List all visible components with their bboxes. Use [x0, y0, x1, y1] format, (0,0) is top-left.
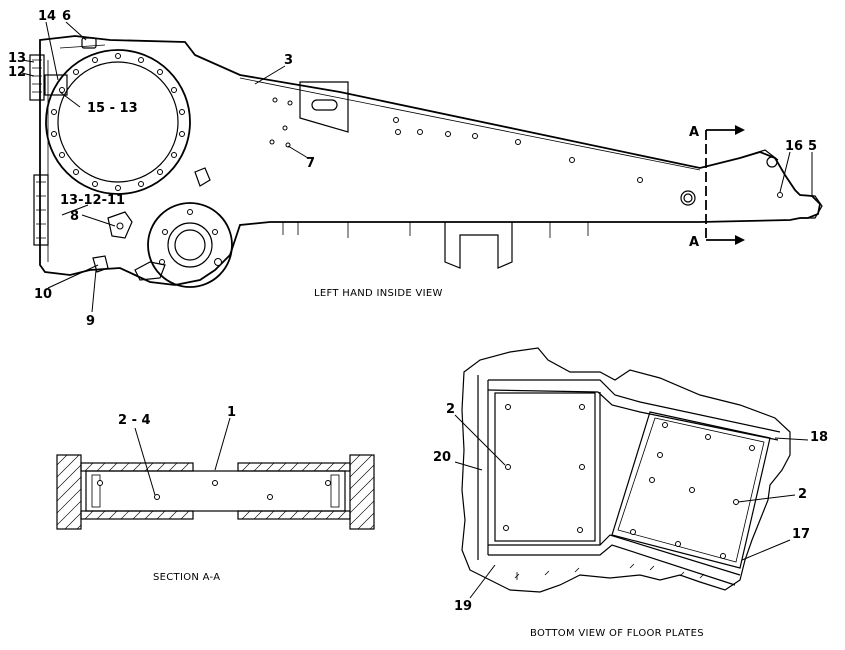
- callout-20: 20: [433, 450, 451, 465]
- callout-9: 9: [86, 314, 95, 329]
- callout-16: 16: [785, 139, 803, 154]
- section-mark-bottom: A: [689, 235, 699, 250]
- callout-2-right: 2: [798, 487, 807, 502]
- callout-19: 19: [454, 599, 472, 614]
- callout-15-13: 15 - 13: [87, 101, 138, 116]
- callout-1: 1: [227, 405, 236, 420]
- caption-left-hand-inside-view: LEFT HAND INSIDE VIEW: [314, 288, 443, 299]
- section-mark-top: A: [689, 125, 699, 140]
- main-frame-drawing: [29, 35, 823, 288]
- callout-3: 3: [284, 53, 293, 68]
- flange-bolt-holes: [51, 53, 185, 191]
- caption-bottom-view-floor-plates: BOTTOM VIEW OF FLOOR PLATES: [530, 628, 704, 639]
- section-aa-drawing: [56, 454, 375, 530]
- callout-10: 10: [34, 287, 52, 302]
- callout-2-4: 2 - 4: [118, 413, 151, 428]
- callout-6: 6: [62, 9, 71, 24]
- callout-7: 7: [306, 156, 315, 171]
- callout-13-12-11: 13-12-11: [60, 193, 125, 208]
- callout-8: 8: [70, 209, 79, 224]
- top-view-leaders: [21, 21, 813, 313]
- callout-18: 18: [810, 430, 828, 445]
- floor-plates-drawing: [461, 347, 791, 593]
- caption-section-aa: SECTION A-A: [153, 572, 220, 583]
- callout-14: 14: [38, 9, 56, 24]
- callout-17: 17: [792, 527, 810, 542]
- callout-5: 5: [808, 139, 817, 154]
- callout-12: 12: [8, 65, 26, 80]
- callout-13: 13: [8, 51, 26, 66]
- beam-holes: [269, 97, 783, 198]
- callout-2-left: 2: [446, 402, 455, 417]
